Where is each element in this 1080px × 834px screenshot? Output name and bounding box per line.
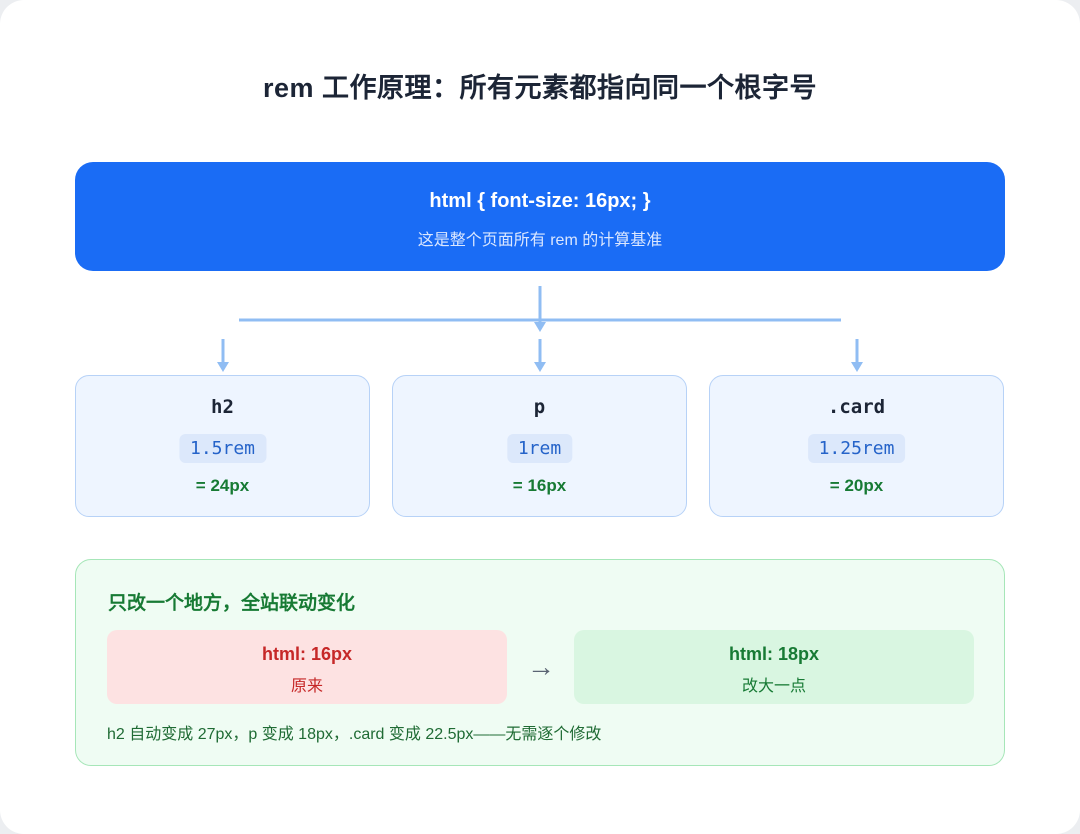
child-rem-value: 1.25rem — [807, 434, 906, 463]
child-px-value: = 24px — [195, 476, 250, 495]
h2-arrowhead — [217, 362, 229, 372]
child-box-p: p 1rem = 16px — [392, 375, 687, 517]
child-selector: p — [533, 396, 546, 418]
right-arrow-icon: → — [527, 651, 555, 682]
root-font-size-code: html { font-size: 16px; } — [429, 190, 651, 212]
after-font-size: html: 18px — [728, 644, 820, 664]
before-state-box: html: 16px 原来 — [107, 630, 507, 704]
p-arrowhead — [534, 362, 546, 372]
change-panel-note: h2 自动变成 27px，p 变成 18px，.card 变成 22.5px——… — [107, 726, 602, 743]
diagram-title: rem 工作原理：所有元素都指向同一个根字号 — [262, 73, 818, 103]
child-box-card: .card 1.25rem = 20px — [709, 375, 1004, 517]
child-selector: h2 — [211, 396, 234, 418]
after-label: 改大一点 — [741, 678, 806, 695]
change-panel: 只改一个地方，全站联动变化 html: 16px 原来 → html: 18px… — [75, 559, 1005, 766]
card-arrowhead — [851, 362, 863, 372]
child-rem-value: 1.5rem — [178, 434, 267, 463]
change-panel-title: 只改一个地方，全站联动变化 — [108, 593, 356, 614]
child-box-h2: h2 1.5rem = 24px — [75, 375, 370, 517]
before-font-size: html: 16px — [261, 644, 353, 664]
child-rem-value: 1rem — [506, 434, 573, 463]
child-selector: .card — [827, 396, 886, 418]
html-root-box: html { font-size: 16px; } 这是整个页面所有 rem 的… — [75, 162, 1005, 271]
after-state-box: html: 18px 改大一点 — [574, 630, 974, 704]
before-label: 原来 — [290, 678, 323, 695]
root-down-arrowhead — [534, 322, 546, 332]
connector-arrows — [217, 286, 863, 372]
child-px-value: = 20px — [829, 476, 884, 495]
root-description: 这是整个页面所有 rem 的计算基准 — [417, 232, 663, 249]
child-px-value: = 16px — [512, 476, 567, 495]
